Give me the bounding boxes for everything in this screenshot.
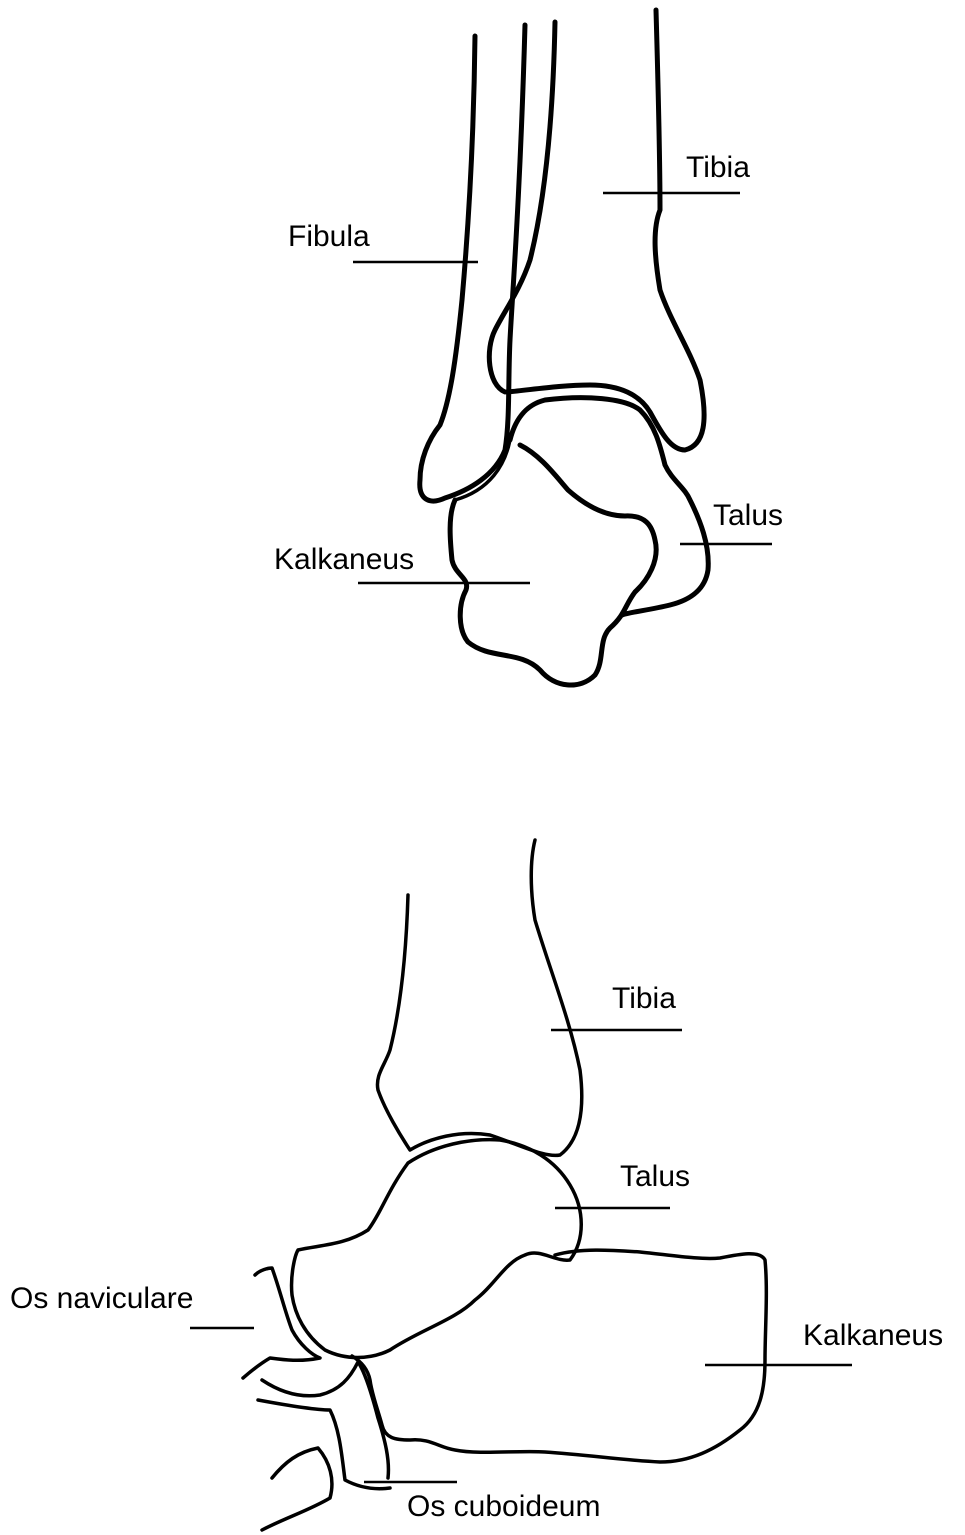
front-tibia-label: Tibia: [686, 151, 750, 184]
lateral-view: Tibia Talus Os naviculare Kalkaneus Os c…: [10, 840, 943, 1530]
front-talus-label: Talus: [713, 499, 783, 532]
front-talus-bone: [510, 398, 708, 615]
lateral-tibia-label: Tibia: [612, 982, 676, 1015]
lateral-navicular-label: Os naviculare: [10, 1282, 193, 1315]
lateral-calcaneus-bone: [352, 1250, 766, 1462]
lateral-talus-bone: [292, 1140, 582, 1358]
lateral-cuboid-label: Os cuboideum: [407, 1490, 600, 1523]
lateral-talus-label: Talus: [620, 1160, 690, 1193]
front-fibula-label: Fibula: [288, 220, 370, 253]
front-view: Tibia Fibula Talus Kalkaneus: [274, 10, 783, 685]
lateral-tibia-bone: [377, 840, 581, 1155]
lateral-calcaneus-label: Kalkaneus: [803, 1319, 943, 1352]
front-calcaneus-label: Kalkaneus: [274, 543, 414, 576]
lateral-navicular-bone: [243, 1268, 320, 1378]
lateral-cuboid-bone: [258, 1400, 390, 1530]
